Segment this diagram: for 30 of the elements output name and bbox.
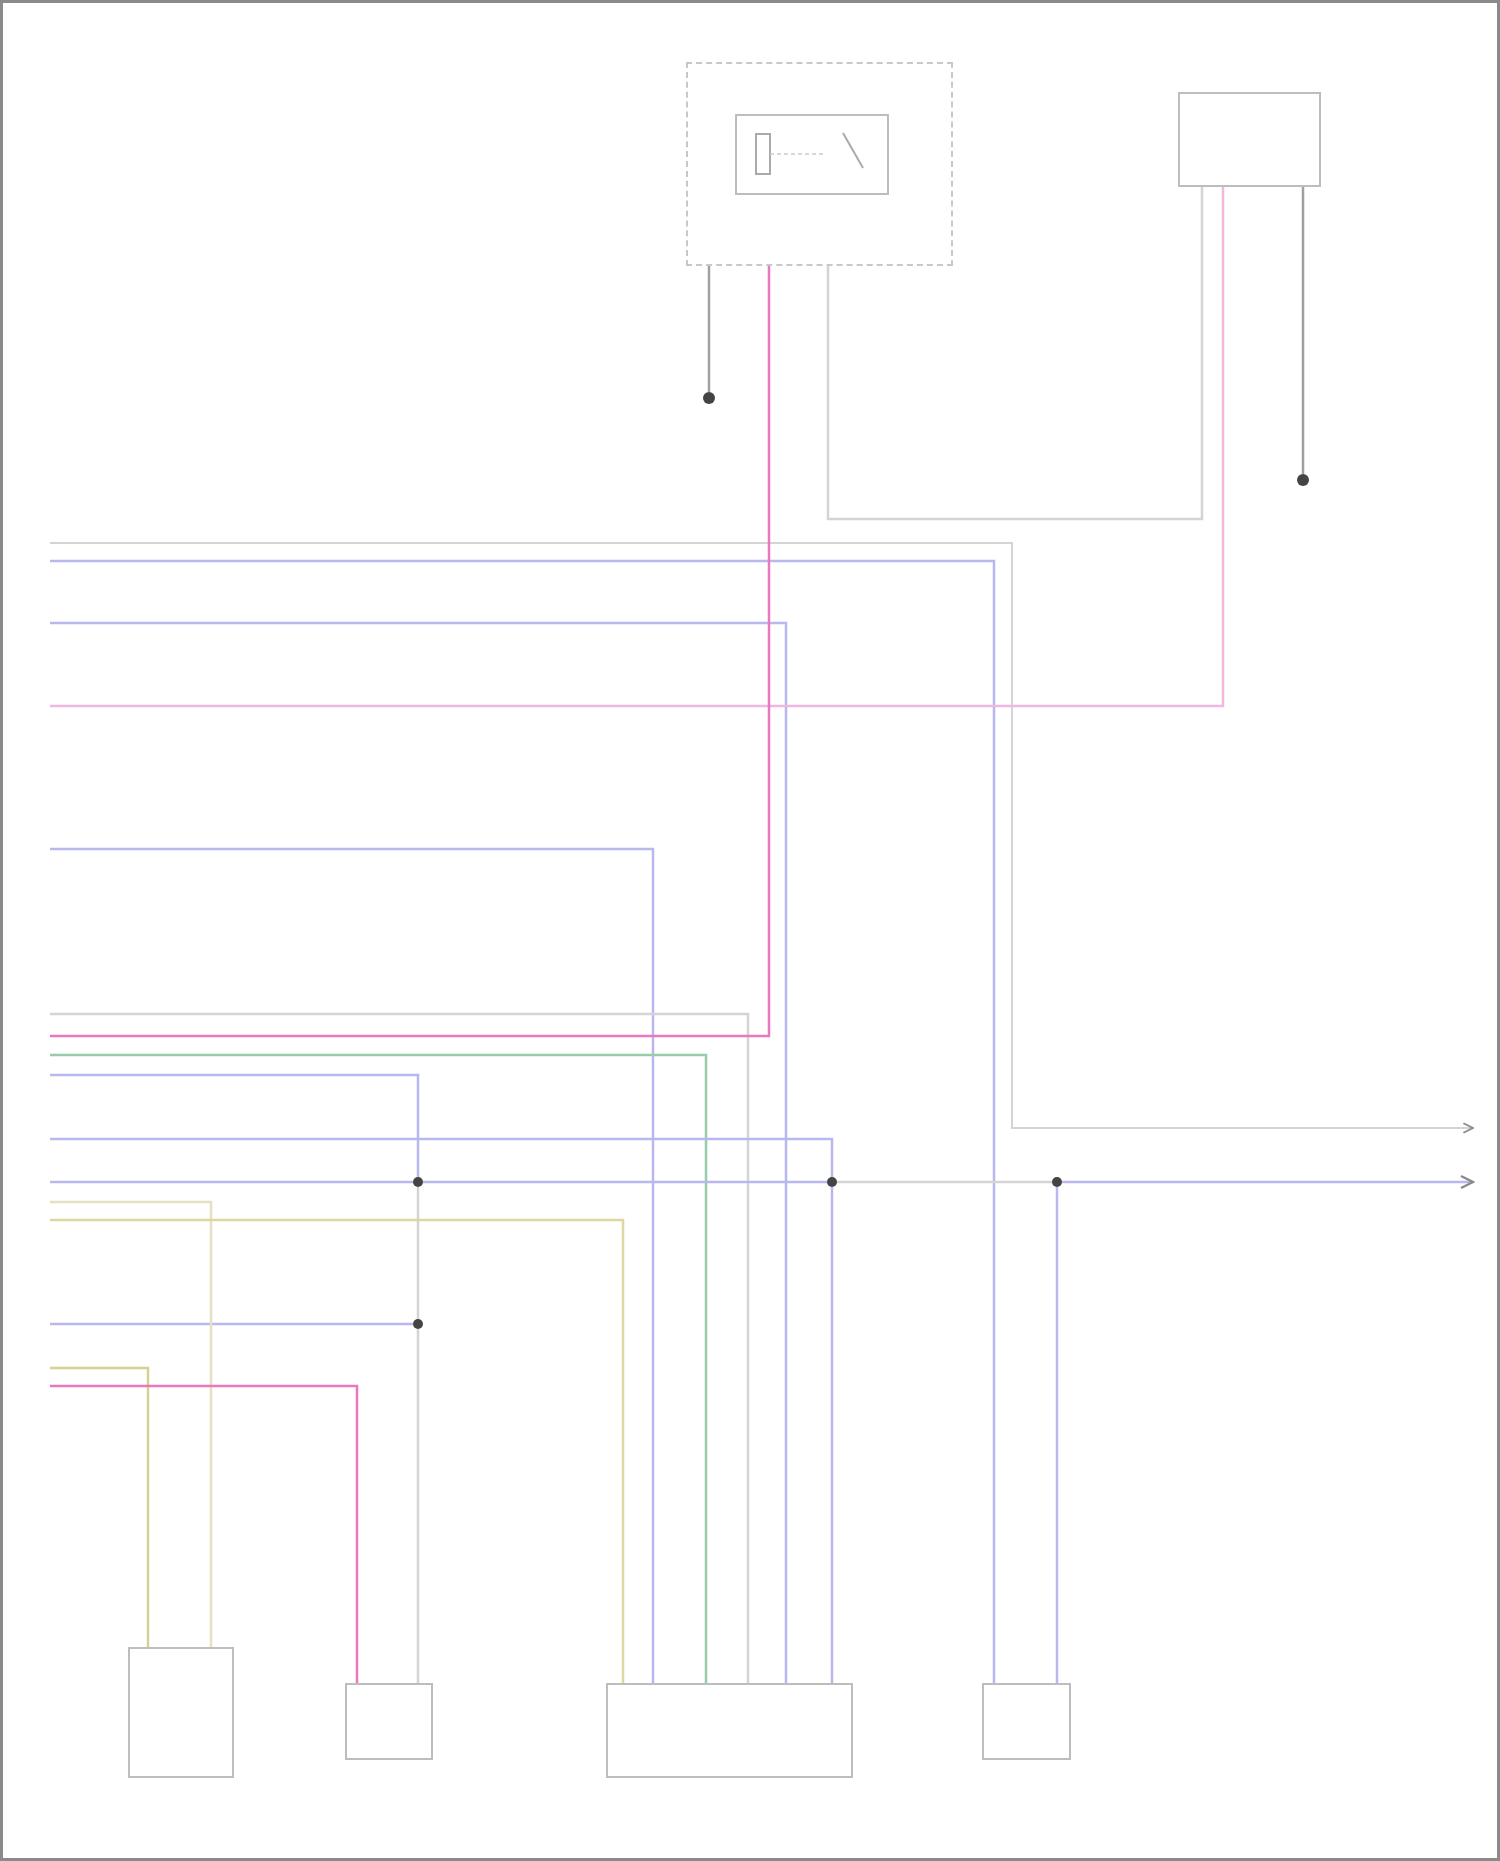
relay-enclosure	[686, 62, 953, 266]
wire	[50, 1366, 150, 1647]
wire	[50, 187, 1225, 708]
wire	[50, 1322, 413, 1326]
wire	[837, 1180, 1052, 1184]
wire	[50, 1218, 625, 1683]
wire	[707, 266, 711, 392]
wire	[50, 1200, 213, 1647]
wire	[50, 559, 996, 1683]
wire	[416, 1187, 420, 1319]
component-box	[982, 1683, 1071, 1760]
wire	[50, 266, 771, 1038]
wire	[830, 1187, 834, 1683]
wire	[416, 1329, 420, 1683]
wire	[1301, 187, 1305, 474]
wire	[1062, 1174, 1475, 1190]
wire	[423, 1180, 827, 1184]
component-box	[345, 1683, 433, 1760]
wire	[50, 1137, 834, 1177]
component-box	[735, 114, 889, 195]
wire	[50, 847, 655, 1683]
wire	[1055, 1187, 1059, 1683]
component-box	[128, 1647, 234, 1778]
wire	[50, 621, 788, 1683]
wire	[826, 187, 1204, 521]
component-box	[1178, 92, 1321, 187]
wire	[50, 1180, 413, 1184]
wire	[50, 1384, 359, 1683]
component-box	[606, 1683, 853, 1778]
wire	[50, 1073, 420, 1177]
